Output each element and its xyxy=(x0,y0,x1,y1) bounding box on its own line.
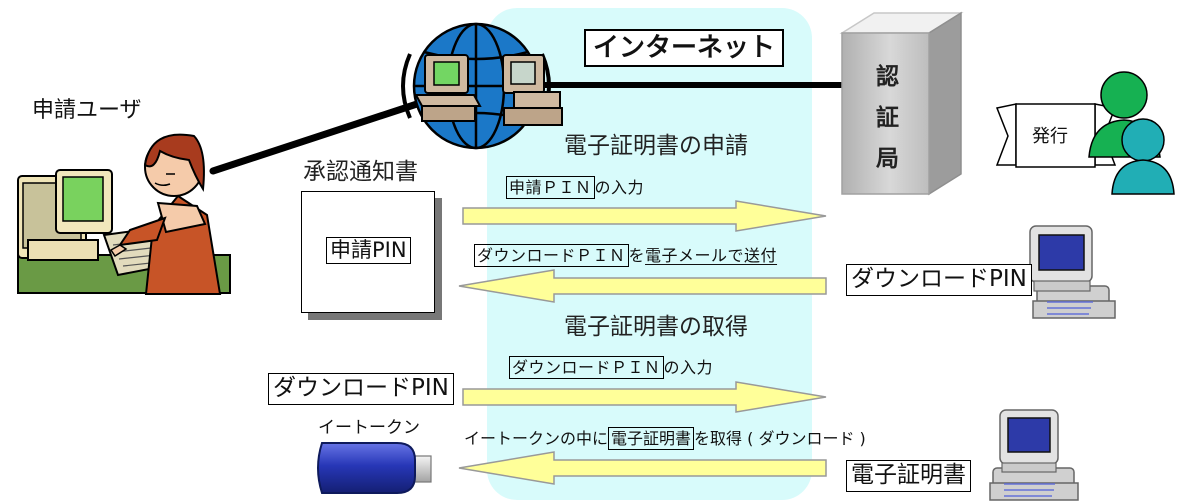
ca-character-2: 証 xyxy=(876,105,899,131)
applicant-user-icon xyxy=(17,133,231,295)
ca-character-3: 局 xyxy=(876,146,899,172)
retrieval-message-tail: を取得 ( ダウンロード ) xyxy=(694,429,866,448)
download-pin-label-left: ダウンロードPIN xyxy=(268,373,454,405)
network-line-user xyxy=(209,99,424,175)
arrow-certificate-download xyxy=(458,451,827,485)
download-pin-label-right: ダウンロードPIN xyxy=(846,264,1032,296)
certificate-label-right: 電子証明書 xyxy=(846,460,971,492)
network-computer-right-icon xyxy=(502,54,563,126)
approval-notice-card: 申請PIN xyxy=(301,191,435,313)
token-label: イートークン xyxy=(318,418,420,438)
certificate-authority-building xyxy=(839,11,964,196)
approval-notice-title: 承認通知書 xyxy=(303,159,418,185)
issue-label: 発行 xyxy=(1032,126,1068,147)
application-instruction-tail: の入力 xyxy=(594,178,645,197)
arrow-email-download-pin xyxy=(458,269,827,303)
user-group-icon xyxy=(1088,71,1175,195)
download-computer-bottom-icon xyxy=(989,409,1079,501)
application-step-title: 電子証明書の申請 xyxy=(564,133,748,159)
retrieval-certificate-token: 電子証明書 xyxy=(608,427,695,450)
download-computer-top-icon xyxy=(1029,225,1116,319)
ca-character-1: 認 xyxy=(876,64,899,90)
arrow-request-pin xyxy=(462,200,827,232)
email-middle-text: を xyxy=(628,246,646,265)
application-pin-box: 申請PIN xyxy=(326,237,411,264)
application-pin-token: 申請ＰＩＮ xyxy=(506,176,595,199)
applicant-label: 申請ユーザ xyxy=(32,98,142,123)
network-computer-left-icon xyxy=(414,54,482,122)
email-download-pin-token: ダウンロードＰＩＮ xyxy=(474,244,629,267)
arrow-download-pin-input xyxy=(462,381,827,413)
email-send-text: 電子メールで送付 xyxy=(645,246,778,265)
retrieval-message: イートークンの中に電子証明書を取得 ( ダウンロード ) xyxy=(464,427,866,450)
retrieval-step-title: 電子証明書の取得 xyxy=(564,314,748,340)
usb-token-icon xyxy=(317,442,432,494)
retrieval-download-pin-token: ダウンロードＰＩＮ xyxy=(509,356,664,379)
internet-title: インターネット xyxy=(584,29,785,67)
retrieval-instruction-tail: の入力 xyxy=(663,358,714,377)
retrieval-message-head: イートークンの中に xyxy=(464,429,609,448)
